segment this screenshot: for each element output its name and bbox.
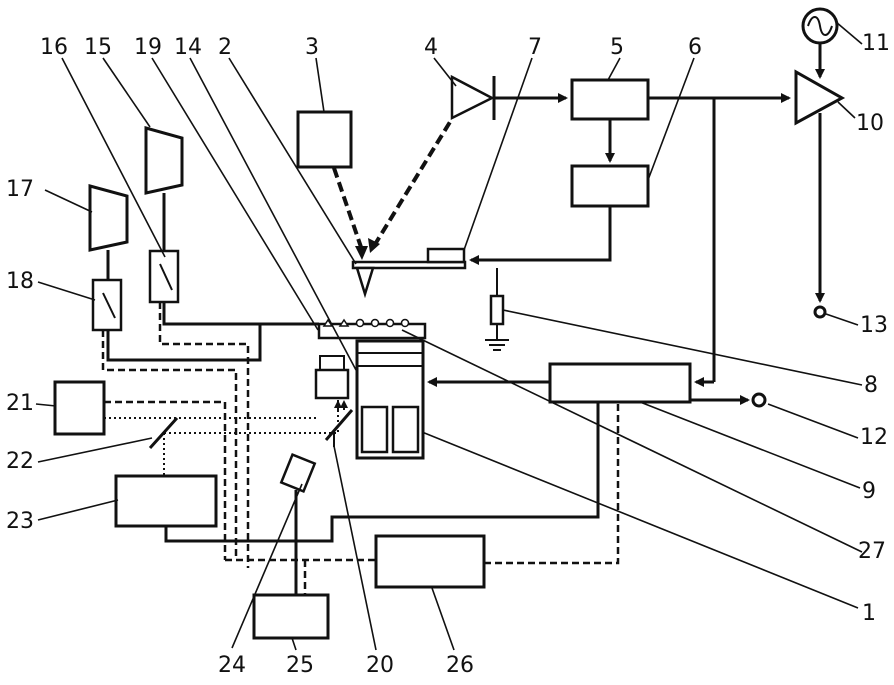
label-4: 4: [424, 35, 438, 60]
label-24: 24: [218, 653, 246, 678]
label-7: 7: [528, 35, 542, 60]
label-5: 5: [610, 35, 624, 60]
label-9: 9: [862, 479, 876, 504]
camera-19: [316, 370, 348, 398]
mirror-20: [326, 410, 352, 440]
label-3: 3: [305, 35, 319, 60]
terminal-13: [815, 307, 825, 317]
label-26: 26: [446, 653, 474, 678]
label-6: 6: [688, 35, 702, 60]
block-21: [55, 382, 104, 434]
switch-18: [93, 280, 121, 330]
label-8: 8: [864, 373, 878, 398]
label-10: 10: [856, 111, 884, 136]
label-15: 15: [84, 35, 112, 60]
label-18: 18: [6, 269, 34, 294]
actuator-7: [428, 249, 464, 262]
label-14: 14: [174, 35, 202, 60]
beam-tip-to-4: [374, 122, 450, 246]
block-3: [298, 112, 351, 167]
label-23: 23: [6, 509, 34, 534]
label-12: 12: [860, 425, 888, 450]
label-16: 16: [40, 35, 68, 60]
label-17: 17: [6, 177, 34, 202]
block-25: [254, 595, 328, 638]
wire-16-stage: [164, 302, 319, 324]
label-19: 19: [134, 35, 162, 60]
label-11: 11: [862, 31, 890, 56]
label-13: 13: [860, 313, 888, 338]
resistor-8: [491, 296, 503, 324]
label-21: 21: [6, 391, 34, 416]
camera-19-top: [320, 356, 344, 370]
dot-22-camera: [164, 398, 338, 433]
label-25: 25: [286, 653, 314, 678]
block-26: [376, 536, 484, 587]
detector-24: [281, 455, 314, 492]
probe-tip: [357, 268, 373, 294]
wire-18-stage: [108, 324, 260, 360]
switch-16: [150, 251, 178, 302]
stage-cell-left: [362, 407, 387, 452]
controller-9: [550, 364, 690, 402]
block-23: [116, 476, 216, 526]
label-20: 20: [366, 653, 394, 678]
label-27: 27: [858, 539, 886, 564]
laser-17: [90, 186, 127, 250]
beam-arrowhead-1: [355, 246, 368, 260]
block-5: [572, 80, 648, 119]
label-22: 22: [6, 449, 34, 474]
beam-3-to-tip: [334, 168, 362, 250]
label-1: 1: [862, 601, 876, 626]
connector-6-cantilever: [472, 206, 610, 260]
block-6: [572, 166, 648, 206]
photodetector-4: [452, 77, 492, 118]
stage-cell-right: [393, 407, 418, 452]
terminal-12: [753, 394, 765, 406]
label-2: 2: [218, 35, 232, 60]
laser-15: [146, 128, 182, 193]
